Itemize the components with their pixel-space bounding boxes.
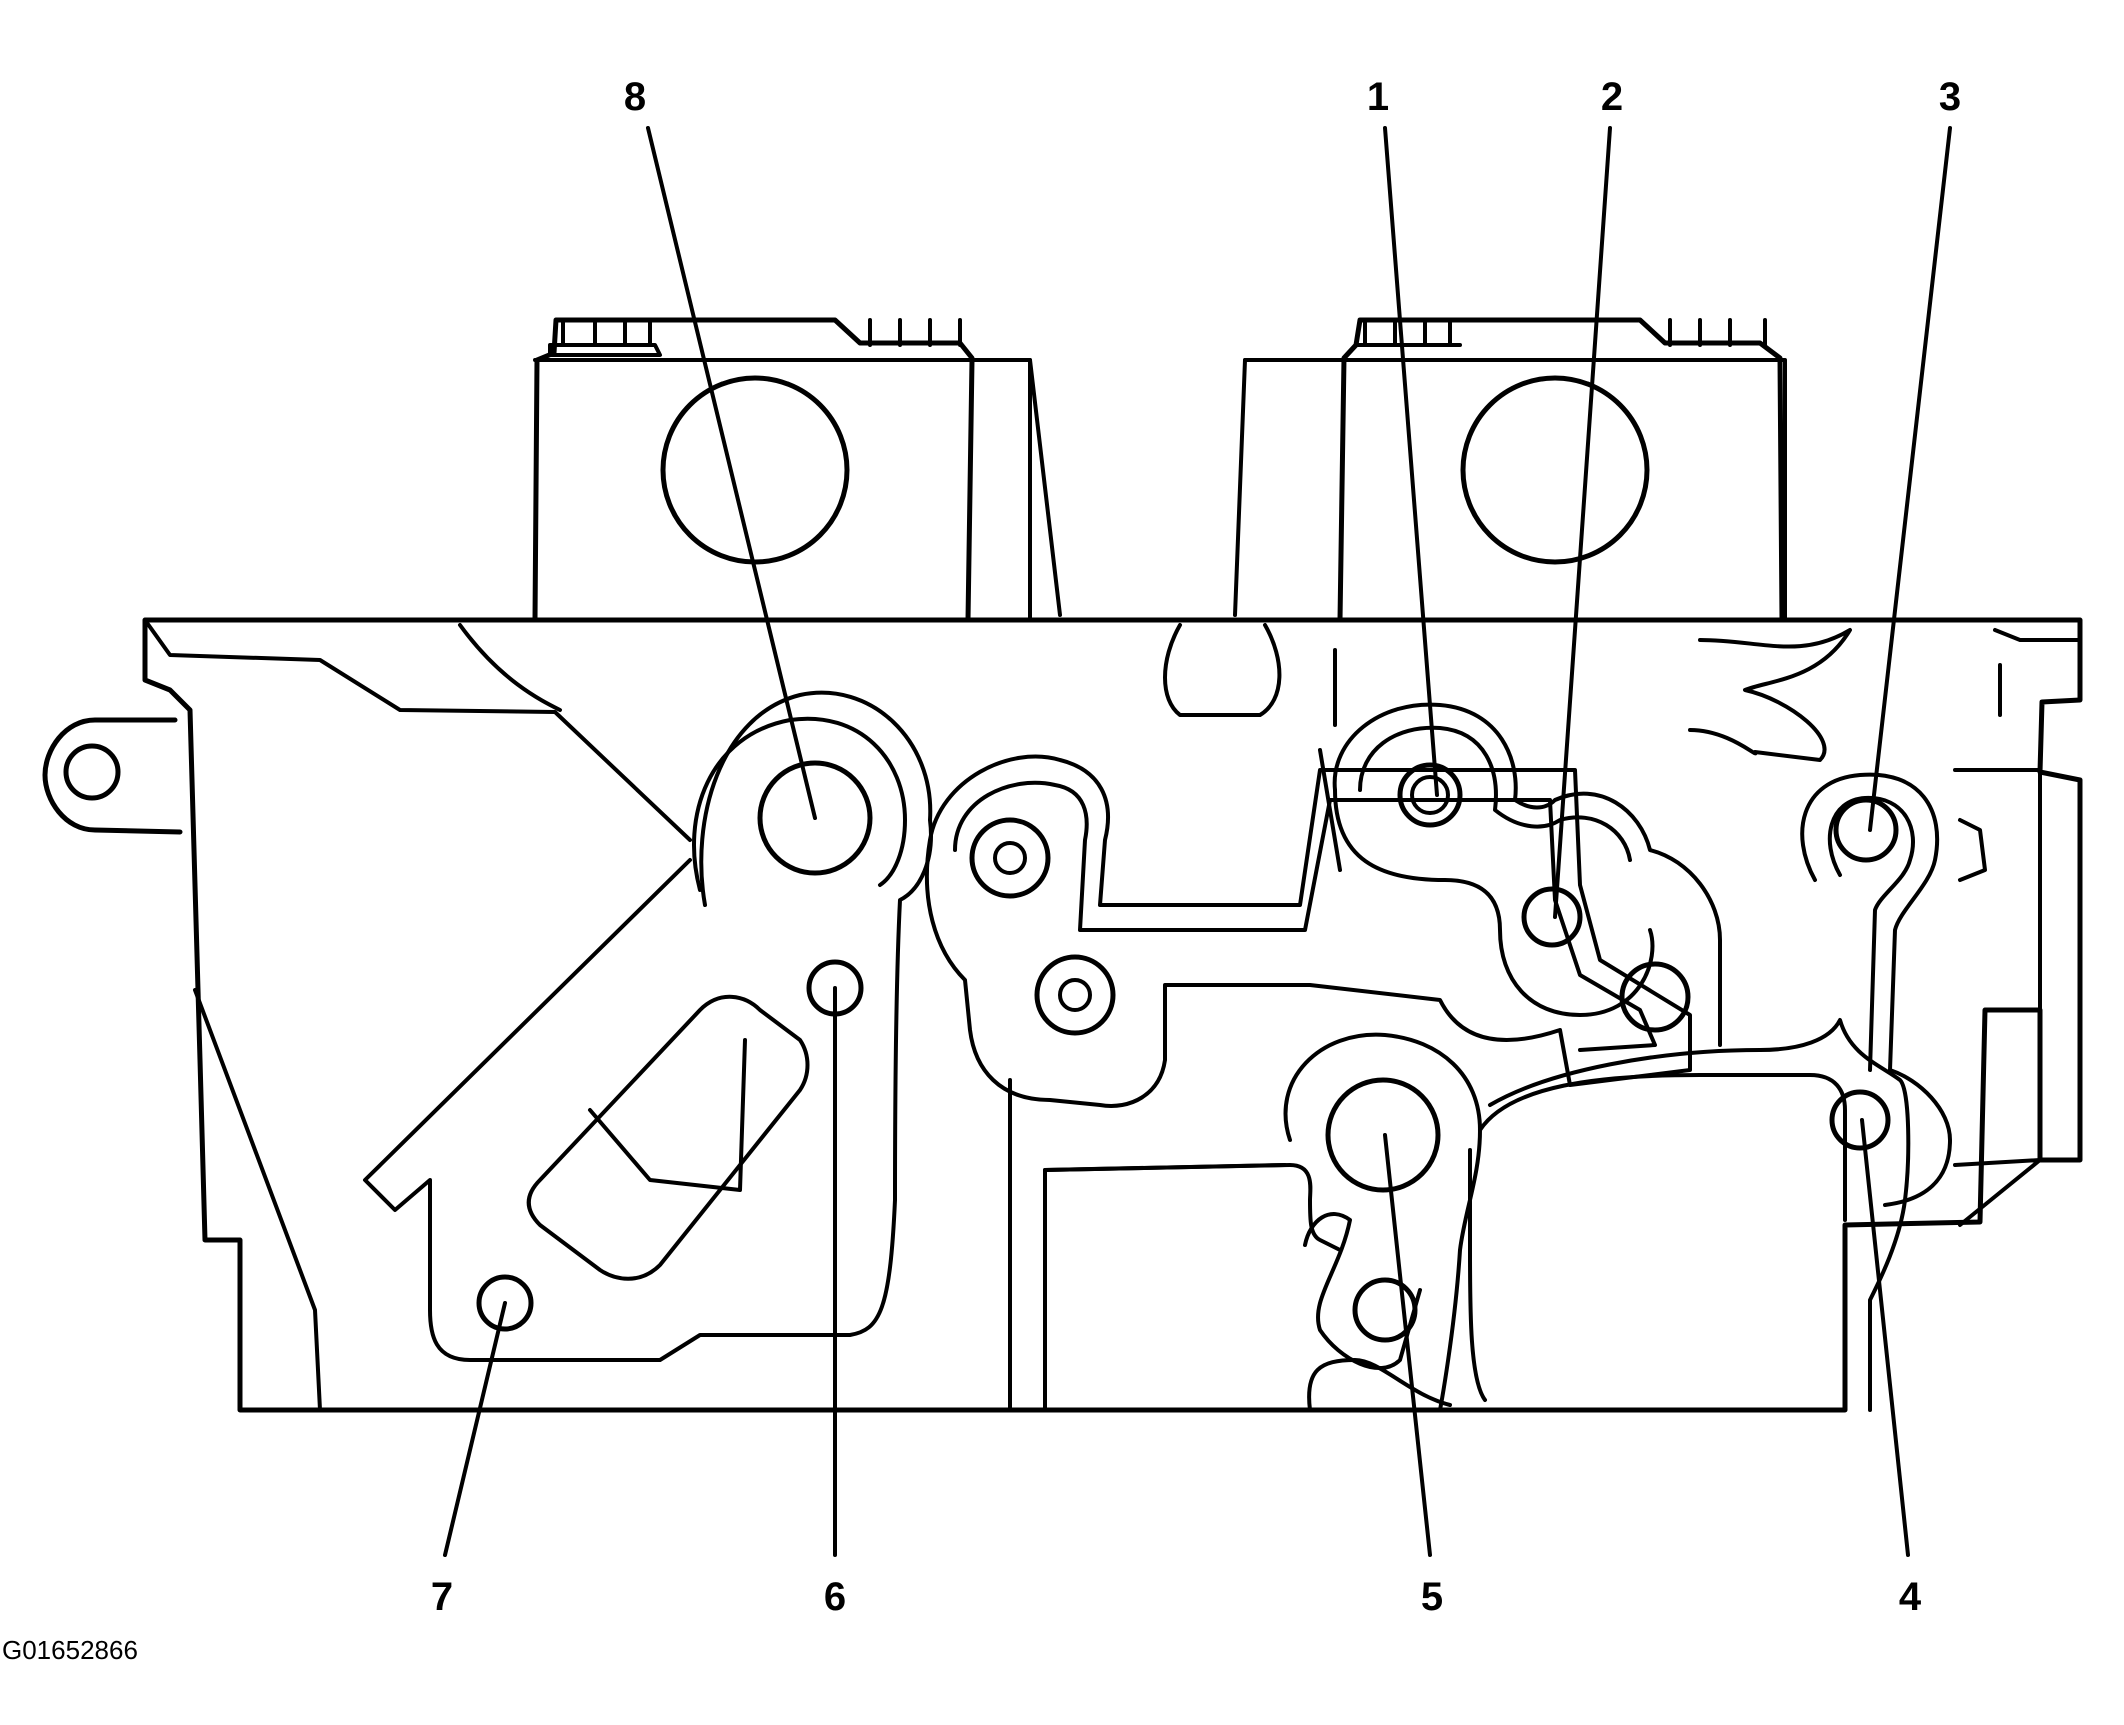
callout-label-8: 8 — [624, 75, 646, 119]
callout-label-1: 1 — [1367, 75, 1389, 119]
head-body — [42, 617, 2083, 1413]
callout-label-4: 4 — [1899, 1575, 1922, 1619]
bolt-hole-4 — [1829, 1089, 1891, 1151]
figure-id: G01652866 — [2, 1635, 138, 1665]
bolt-hole-1-inner — [1410, 775, 1450, 815]
bolt-hole-8 — [757, 760, 873, 876]
leader-line-8 — [646, 126, 817, 820]
leader-line-4 — [1860, 1118, 1910, 1557]
passage-holes — [969, 817, 1691, 1343]
gasket-passages — [363, 690, 1952, 1412]
leader-line-7 — [443, 1301, 507, 1557]
leader-line-5 — [1383, 1133, 1432, 1557]
callout-label-6: 6 — [824, 1575, 846, 1619]
leader-line-3 — [1868, 126, 1952, 832]
bolt-hole-7 — [476, 1274, 534, 1332]
bolt-hole-2 — [1521, 886, 1583, 948]
callout-labels: 8 1 2 3 7 6 5 4 — [431, 75, 1961, 1619]
leader-line-2 — [1553, 126, 1612, 919]
bolt-holes — [476, 760, 1899, 1332]
bolt-hole-3 — [1833, 797, 1899, 863]
leader-line-1 — [1383, 126, 1439, 797]
callout-label-2: 2 — [1601, 75, 1623, 119]
callout-label-7: 7 — [431, 1575, 453, 1619]
camshaft-caps — [532, 317, 1787, 623]
callout-label-3: 3 — [1939, 75, 1961, 119]
bolt-hole-5 — [1325, 1077, 1441, 1193]
bolt-hole-1 — [1397, 762, 1463, 828]
leader-lines — [443, 126, 1952, 1557]
callout-label-5: 5 — [1421, 1575, 1443, 1619]
